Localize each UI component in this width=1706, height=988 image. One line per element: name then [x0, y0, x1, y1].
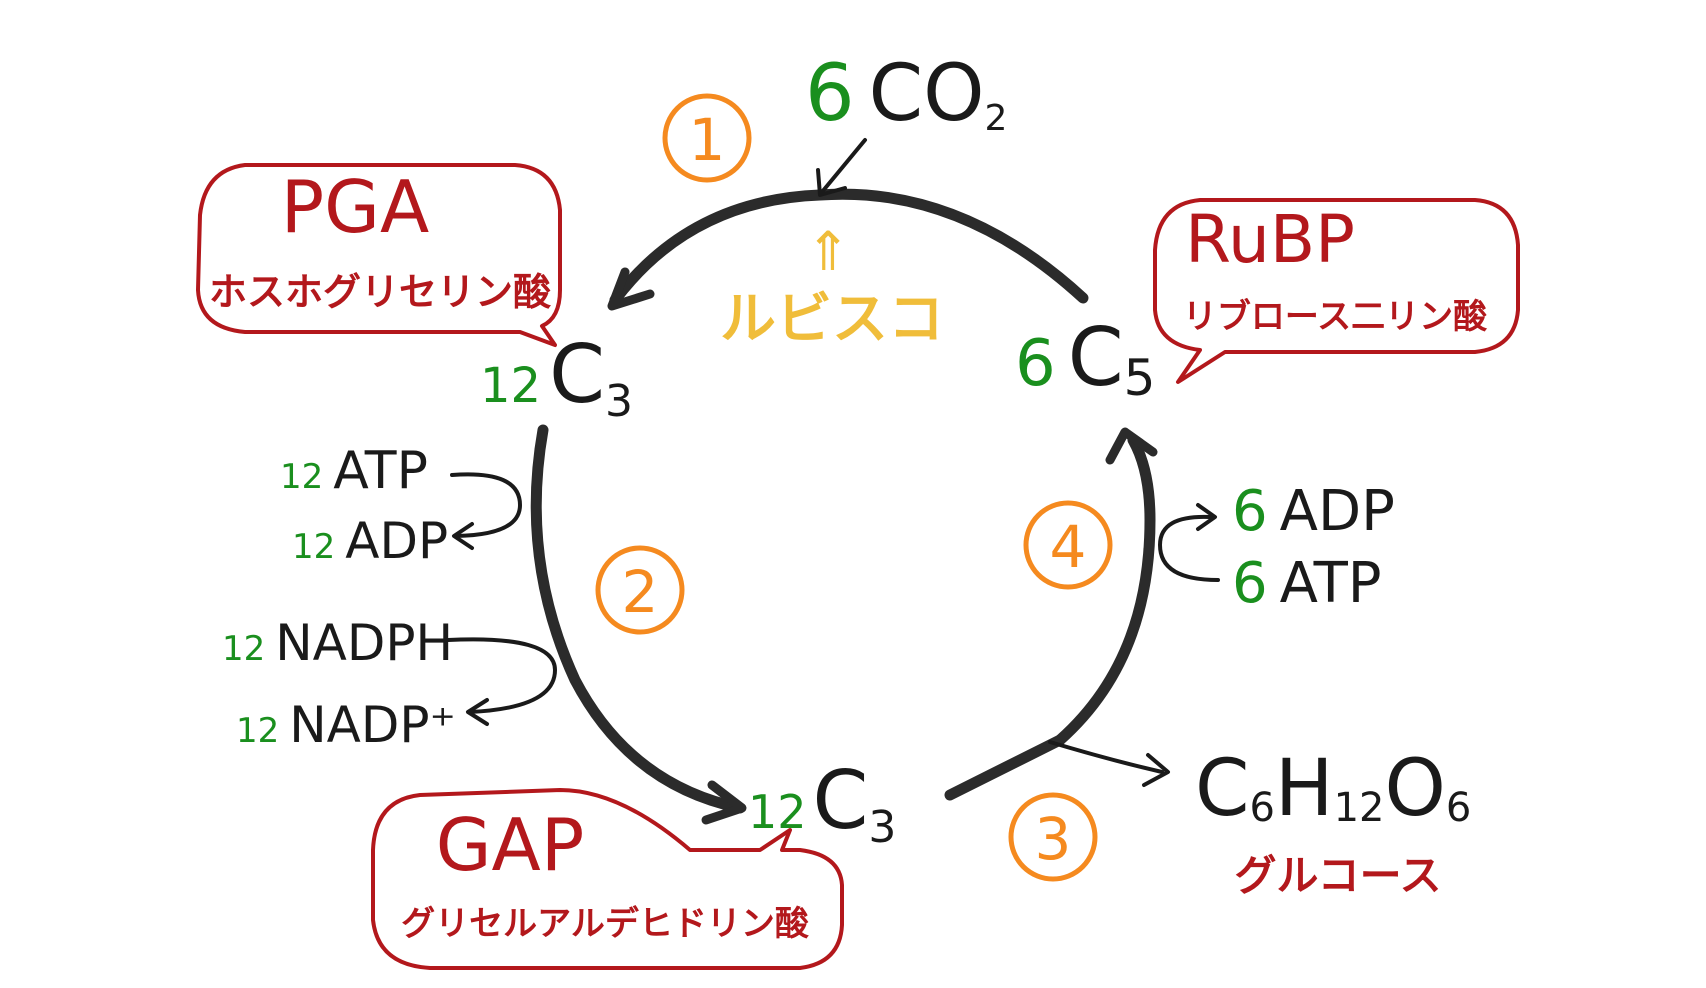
gap-formula: C [813, 754, 869, 847]
pga-bubble-outline [196, 163, 562, 347]
rubp-coefficient: 6 [1015, 327, 1056, 401]
pga-subscript: 3 [605, 376, 633, 427]
step4-atp-coef: 6 [1232, 551, 1268, 616]
step2-nadph-name: NADPH [275, 614, 453, 672]
rubisco-label: ルビスコ [720, 287, 944, 352]
rubp-subscript: 5 [1124, 349, 1156, 407]
pga-formula: C [549, 328, 605, 421]
rubp-bubble-outline [1153, 198, 1520, 384]
glucose-o: O [1384, 744, 1445, 834]
step-3-marker: 3 [1008, 792, 1098, 882]
glucose-o-sub: 6 [1446, 785, 1471, 831]
glucose-c-sub: 6 [1249, 785, 1274, 831]
arrowhead-step1 [607, 267, 655, 311]
arrowhead-step4 [1105, 427, 1158, 465]
gap-abbr: GAP [436, 803, 584, 887]
arrow-to-glucose [1048, 740, 1164, 774]
step-4-marker: 4 [1023, 500, 1113, 590]
gap-full-name: グリセルアルデヒドリン酸 [401, 904, 810, 944]
step-1-marker: 1 [662, 93, 752, 183]
arrowhead-nadp [466, 698, 489, 726]
co2-coefficient: 6 [805, 49, 855, 139]
arrowhead-glucose [1142, 753, 1170, 787]
step2-nadph-coef: 12 [222, 629, 265, 669]
step-4-number: 4 [1050, 513, 1087, 581]
step-2-marker: 2 [595, 545, 685, 635]
rubp-formula: C [1068, 311, 1124, 404]
glucose-name: グルコース [1234, 851, 1441, 900]
step2-atp-name: ATP [333, 441, 428, 501]
arrow-nadph-to-nadp [446, 637, 558, 714]
pga-coefficient: 12 [480, 358, 541, 414]
co2-formula: CO [869, 49, 985, 139]
step2-nadp-coef: 12 [236, 711, 279, 751]
step-2-number: 2 [622, 558, 659, 626]
step2-nadp-name: NADP⁺ [289, 696, 456, 754]
arrow-step4-atp-to-adp [1157, 514, 1220, 582]
glucose-h-sub: 12 [1334, 785, 1385, 831]
glucose-h: H [1275, 744, 1334, 834]
arrowhead-step4-adp [1196, 503, 1217, 531]
step2-atp-coef: 12 [280, 457, 323, 497]
rubisco-up-arrow: ⇑ [805, 220, 850, 283]
step4-atp-name: ATP [1280, 551, 1382, 616]
glucose-c: C [1195, 744, 1249, 834]
pga-abbr: PGA [281, 165, 429, 249]
arrow-atp-to-adp [450, 472, 523, 538]
step2-adp-coef: 12 [292, 527, 335, 567]
arrow-step2-reduction [530, 424, 746, 814]
pga-full-name: ホスホグリセリン酸 [209, 270, 552, 314]
rubp-abbr: RuBP [1185, 201, 1355, 278]
glucose-formula: C6H12O6 [1195, 744, 1471, 834]
step2-adp-name: ADP [345, 512, 448, 570]
arrow-co2-input [820, 138, 867, 194]
arrowhead-step2 [701, 780, 747, 825]
arrowhead-adp [452, 522, 474, 550]
step-3-number: 3 [1035, 805, 1072, 873]
step4-adp-coef: 6 [1232, 479, 1268, 544]
gap-coefficient: 12 [748, 785, 807, 839]
rubp-full-name: リブロース二リン酸 [1183, 297, 1488, 337]
arrowhead-co2 [816, 168, 847, 197]
gap-node: 12C3 [748, 754, 896, 853]
co2-subscript: 2 [985, 98, 1008, 139]
step-1-number: 1 [689, 106, 726, 174]
arrow-step3-segment [944, 734, 1066, 801]
arrow-step4-regeneration [1054, 434, 1156, 746]
step4-adp-name: ADP [1280, 479, 1395, 544]
gap-subscript: 3 [868, 802, 896, 853]
gap-bubble-outline [371, 788, 844, 970]
